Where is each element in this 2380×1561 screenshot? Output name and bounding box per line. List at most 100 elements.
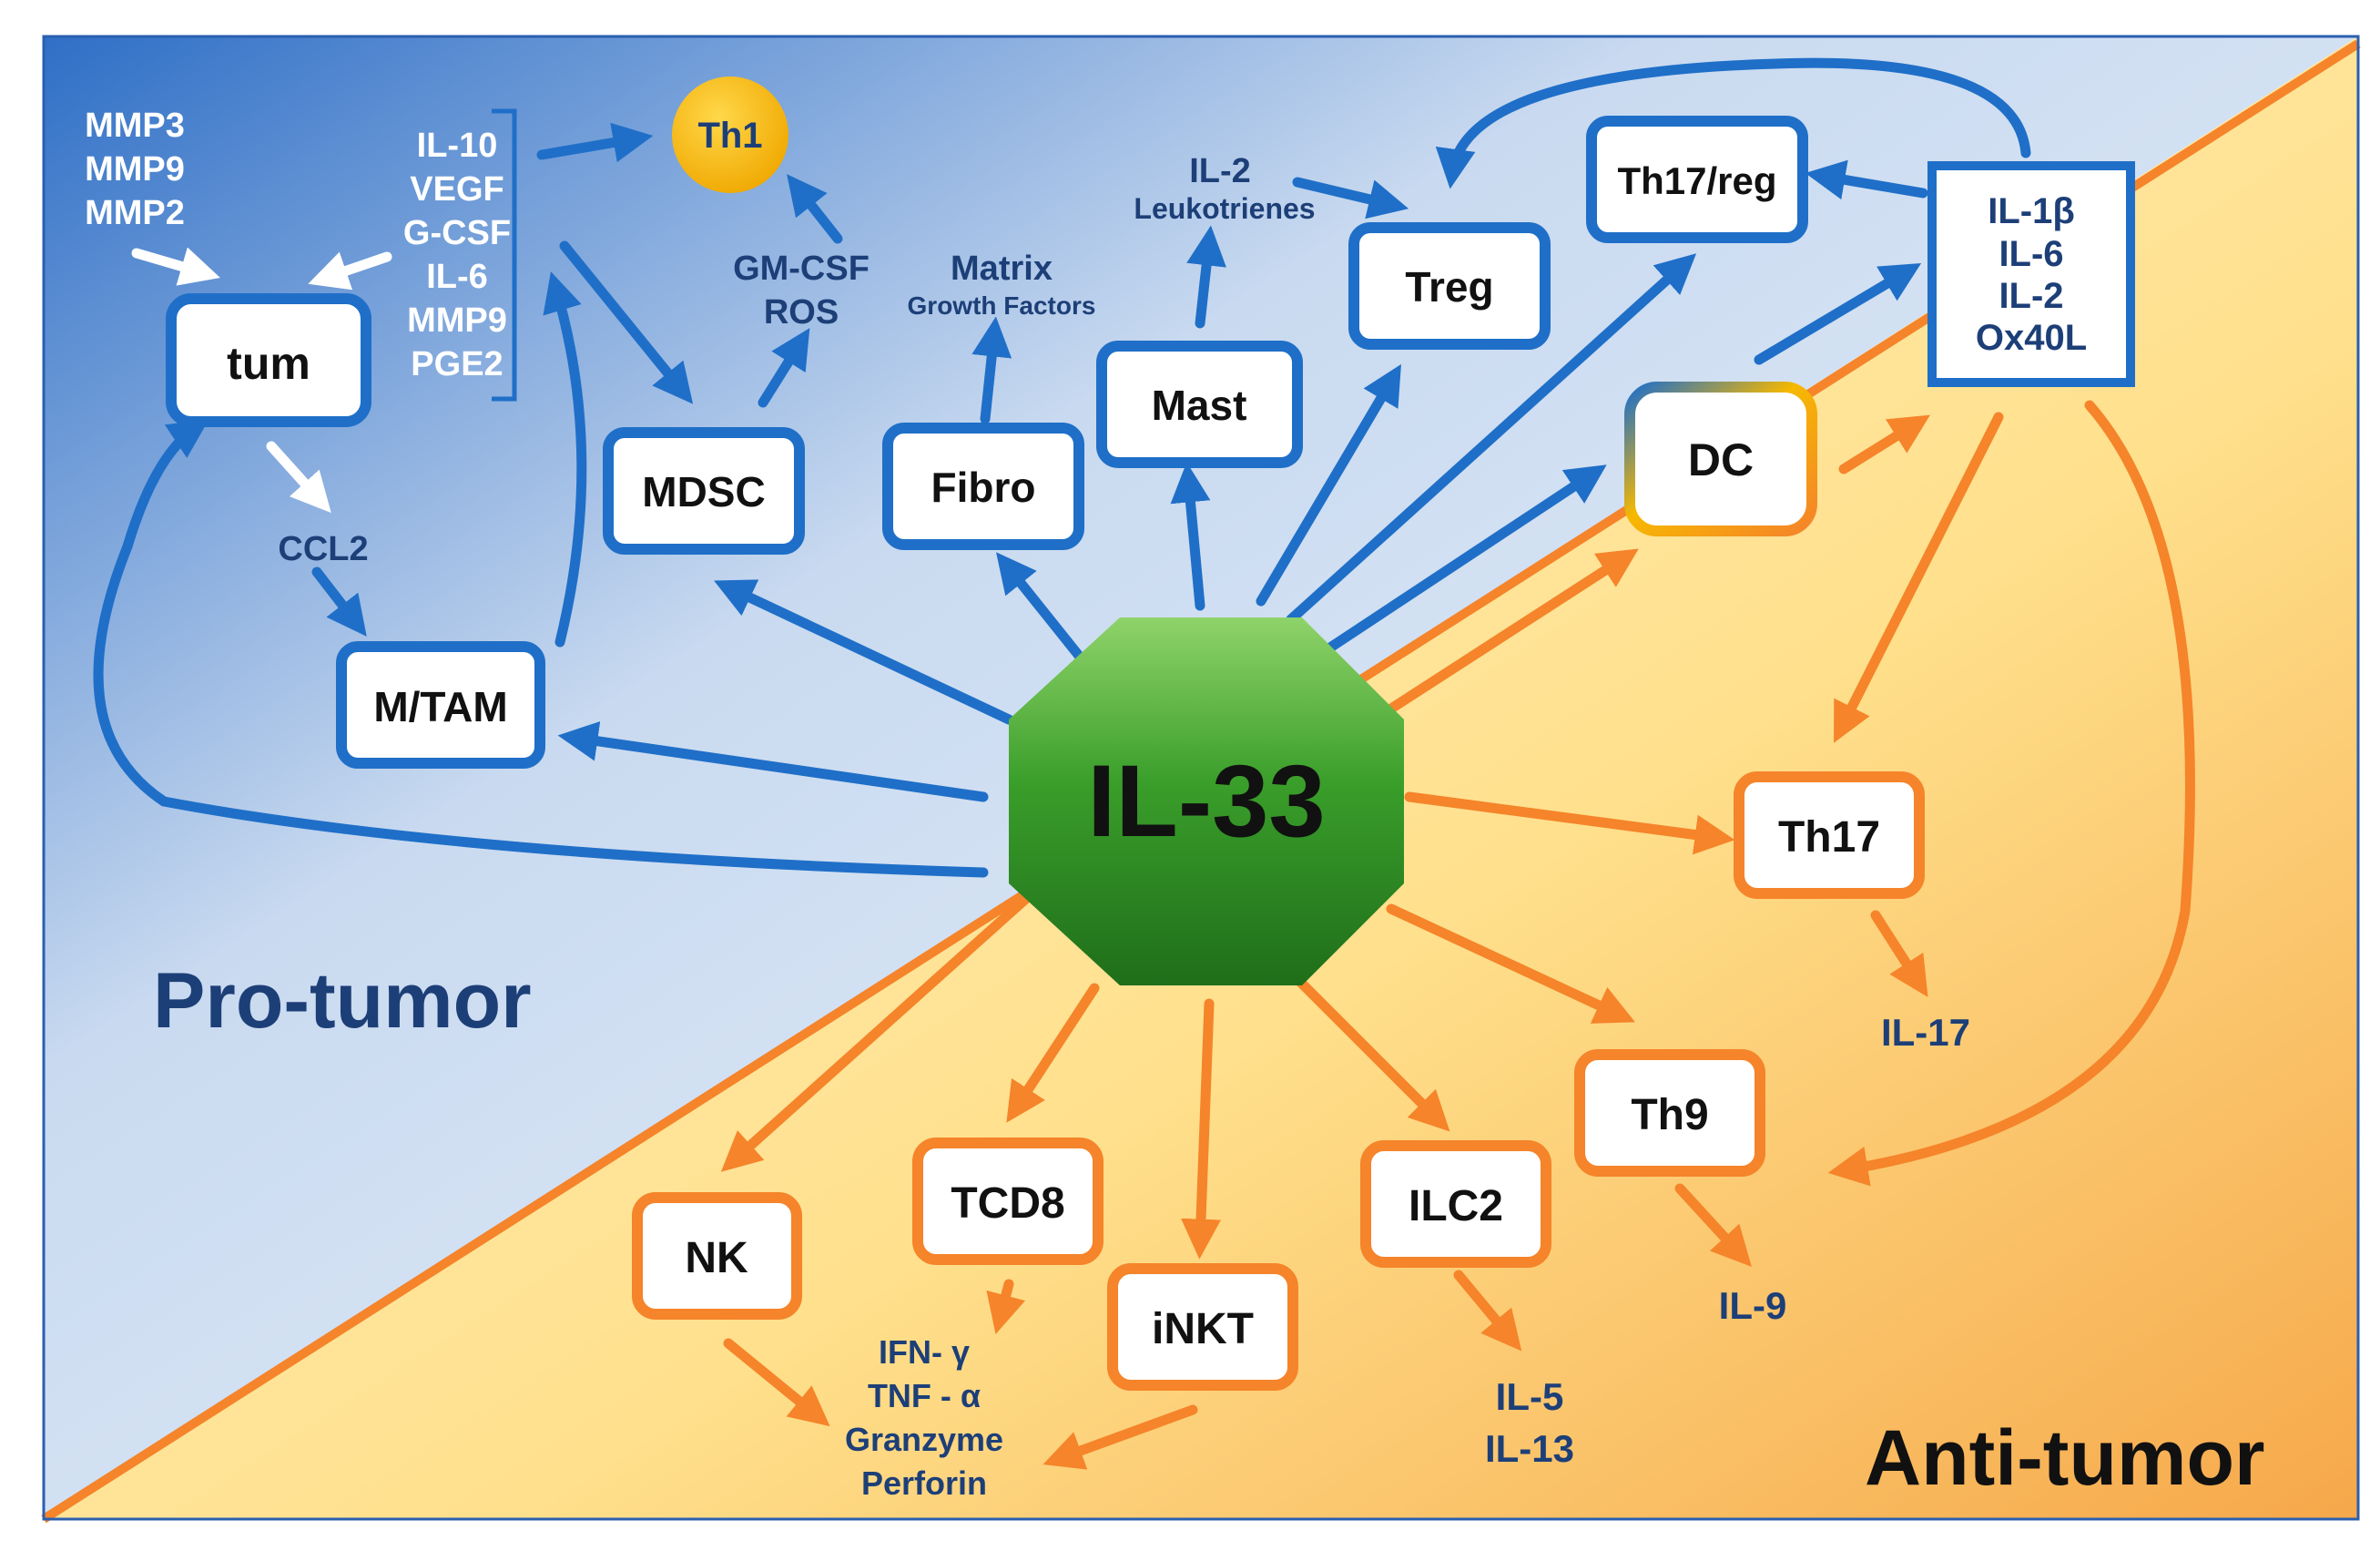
node-nk-label: NK (685, 1234, 748, 1282)
arrow-il33-to-tum (93, 419, 989, 878)
ros-label: ROS (764, 293, 839, 332)
node-tum: tum (166, 293, 371, 427)
node-ilc2-label: ILC2 (1409, 1182, 1503, 1230)
arrow-cytokines-to-th17 (1834, 412, 2004, 743)
node-th17: Th17 (1734, 771, 1925, 899)
node-th1-label: Th1 (697, 116, 762, 156)
cytokine-line-4: Ox40L (1976, 318, 2087, 358)
mmp-line-2: MMP9 (85, 150, 185, 189)
arrow-il2-to-treg (1292, 177, 1409, 219)
cytokine-line-2: IL-6 (1999, 234, 2063, 274)
node-treg: Treg (1348, 222, 1551, 350)
node-tcd8: TCD8 (912, 1138, 1104, 1265)
arrow-mdsc-to-gmcsf (758, 328, 810, 408)
arrow-il33-to-inkt (1181, 998, 1221, 1260)
node-dc: DC (1624, 382, 1817, 536)
arrow-il33-to-mast (1170, 462, 1211, 611)
il17-label: IL-17 (1881, 1011, 1970, 1054)
node-mdsc: MDSC (603, 427, 805, 555)
arrow-mast-to-leukotrienes (1186, 225, 1226, 329)
arrow-th17-to-il17 (1870, 910, 1928, 997)
arrow-secreted-to-th1 (536, 122, 654, 163)
arrow-il33-to-treg (1256, 363, 1401, 607)
effector-line-3: Granzyme (845, 1421, 1003, 1458)
arrow-il33-to-dc (1319, 464, 1607, 657)
node-mast-label: Mast (1152, 382, 1247, 429)
node-tcd8-label: TCD8 (951, 1179, 1064, 1228)
effector-line-4: Perforin (861, 1464, 987, 1502)
arrow-mmp-to-tum (131, 247, 220, 286)
node-il33-label: IL-33 (1087, 744, 1325, 858)
diagram-frame (42, 35, 2360, 1521)
mmp-line-3: MMP2 (85, 194, 185, 232)
secreted-line-4: IL-6 (426, 258, 488, 296)
effector-line-1: IFN- γ (879, 1333, 970, 1371)
cytokine-line-1: IL-1β (1988, 191, 2075, 231)
pro-tumor-label: Pro-tumor (153, 957, 532, 1045)
node-il33: IL-33 (1009, 617, 1404, 985)
arrow-secreted-to-mdsc (559, 240, 694, 404)
anti-tumor-arrows (720, 400, 2195, 1470)
node-th9: Th9 (1574, 1049, 1765, 1177)
node-inkt-label: iNKT (1152, 1305, 1254, 1353)
arrow-cytokines-to-th9 (1827, 400, 2195, 1187)
arrow-nk-to-effectors (723, 1338, 830, 1427)
secreted-line-3: G-CSF (403, 214, 511, 252)
arrow-il33-to-th17reg (1286, 253, 1697, 625)
node-mast: Mast (1096, 341, 1303, 468)
ccl2-label: CCL2 (278, 530, 368, 568)
secreted-line-6: PGE2 (411, 345, 503, 383)
arrow-cytokines-to-th17reg (1805, 159, 1928, 200)
node-ilc2: ILC2 (1360, 1140, 1551, 1268)
node-dc-label: DC (1688, 434, 1754, 485)
arrow-th9-to-il9 (1674, 1183, 1752, 1267)
node-mtam-label: M/TAM (373, 683, 507, 730)
anti-tumor-label: Anti-tumor (1865, 1414, 2264, 1502)
node-th17reg: Th17/reg (1586, 116, 1808, 243)
node-tum-label: tum (227, 338, 310, 389)
arrow-il33-to-dc-orange (1383, 548, 1639, 716)
secreted-group: IL-10 VEGF G-CSF IL-6 MMP9 PGE2 (403, 108, 517, 402)
growth-factors-label: Growth Factors (908, 291, 1096, 320)
tum-white-arrows (131, 247, 392, 514)
arrow-gmcsf-to-th1 (787, 174, 843, 244)
node-th1: Th1 (672, 77, 788, 193)
il13-label: IL-13 (1485, 1427, 1574, 1470)
il9-label: IL-9 (1719, 1284, 1787, 1327)
arrow-il33-to-th17 (1404, 791, 1735, 855)
il33-octagon (1009, 617, 1404, 985)
node-treg-label: Treg (1405, 263, 1493, 311)
node-cytokine-box: IL-1β IL-6 IL-2 Ox40L (1927, 161, 2135, 387)
arrow-fibro-to-matrix (971, 316, 1012, 424)
node-fibro-label: Fibro (931, 464, 1036, 511)
node-mtam: M/TAM (336, 641, 545, 769)
node-mdsc-label: MDSC (642, 468, 765, 515)
arrow-mtam-to-secreted (543, 271, 587, 648)
arrow-inkt-to-effectors (1043, 1404, 1198, 1470)
arrow-tum-to-ccl2 (266, 441, 331, 514)
node-fibro: Fibro (882, 423, 1084, 550)
node-nk: NK (632, 1192, 802, 1320)
node-th17reg-label: Th17/reg (1617, 159, 1776, 202)
arrow-il33-to-th9 (1386, 903, 1635, 1024)
arrow-il33-to-fibro (996, 552, 1084, 661)
arrow-ilc2-to-il5 (1453, 1270, 1522, 1352)
arrow-cytokines-to-treg-loop (1435, 57, 2031, 189)
arrow-il33-to-nk (720, 883, 1043, 1172)
matrix-label: Matrix (951, 250, 1053, 288)
secreted-bracket (492, 108, 517, 402)
il5-label: IL-5 (1496, 1375, 1564, 1418)
arrow-dc-to-cytokines (1754, 262, 1922, 365)
leukotrienes-label: Leukotrienes (1134, 192, 1315, 225)
arrow-dc-to-cytokines-orange (1838, 414, 1930, 474)
mmp-group: MMP3 MMP9 MMP2 (85, 107, 185, 232)
arrow-il33-to-ilc2 (1287, 969, 1450, 1132)
node-th9-label: Th9 (1631, 1091, 1708, 1139)
secreted-line-2: VEGF (410, 170, 503, 209)
gmcsf-label: GM-CSF (733, 250, 870, 288)
arrow-tcd8-to-effectors (986, 1279, 1025, 1335)
arrow-il33-to-mtam (557, 721, 989, 802)
arrow-ccl2-to-mtam (311, 566, 367, 637)
il2-label: IL-2 (1189, 152, 1251, 190)
